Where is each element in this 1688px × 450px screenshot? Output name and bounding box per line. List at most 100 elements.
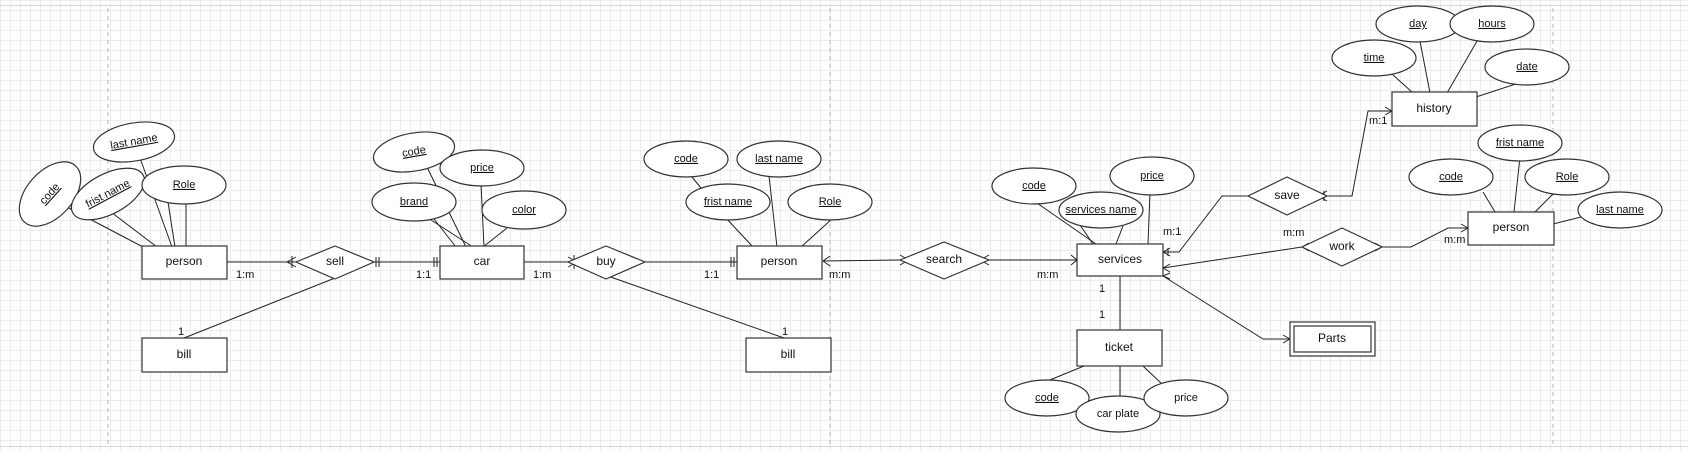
entity-bill-mid[interactable]: bill (745, 337, 832, 373)
attribute-code[interactable]: code (991, 167, 1077, 205)
entity-history[interactable]: history (1391, 91, 1478, 127)
attribute-last-name[interactable]: last name (736, 140, 822, 178)
entity-parts[interactable]: Parts (1289, 321, 1376, 357)
attribute-code[interactable]: code (1004, 379, 1090, 417)
cardinality-label: 1:m (236, 269, 254, 281)
relationship-save[interactable]: save (1246, 176, 1329, 216)
attribute-role[interactable]: Role (787, 183, 873, 221)
attribute-price[interactable]: price (439, 149, 525, 187)
svg-text:Role: Role (819, 196, 842, 208)
svg-text:day: day (1409, 18, 1427, 30)
cardinality-label: m:m (829, 269, 850, 281)
svg-text:time: time (1364, 52, 1385, 64)
svg-text:Role: Role (173, 179, 196, 191)
svg-text:car: car (474, 254, 491, 268)
svg-text:date: date (1516, 61, 1537, 73)
svg-text:last name: last name (1596, 204, 1644, 216)
attribute-time[interactable]: time (1331, 39, 1417, 77)
entity-person-right[interactable]: person (1467, 211, 1555, 246)
attribute-code[interactable]: code (643, 140, 729, 178)
svg-text:hours: hours (1478, 18, 1506, 30)
attribute-price[interactable]: price (1143, 379, 1229, 417)
svg-text:Parts: Parts (1318, 331, 1346, 345)
entities: person bill car person bill services tic… (141, 91, 1555, 373)
cardinality-labels: 1:m 1 1:1 1:m 1:1 1 m:m m:m m:1 m:1 m:m … (178, 115, 1465, 338)
attribute-day[interactable]: day (1375, 5, 1461, 43)
attribute-role[interactable]: Role (141, 165, 227, 205)
cardinality-label: 1:1 (704, 269, 719, 281)
svg-text:code: code (401, 144, 427, 160)
attribute-code[interactable]: code (370, 126, 457, 178)
attribute-last-name[interactable]: last name (90, 116, 177, 168)
relationship-buy[interactable]: buy (566, 245, 647, 280)
svg-text:brand: brand (400, 196, 428, 208)
cardinality-label: 1:m (533, 269, 551, 281)
svg-text:bill: bill (177, 347, 192, 361)
attribute-role[interactable]: Role (1524, 158, 1610, 196)
cardinality-label: 1 (782, 326, 788, 338)
svg-text:person: person (166, 254, 203, 268)
svg-text:color: color (512, 204, 536, 216)
attribute-code[interactable]: code (1408, 158, 1494, 196)
svg-text:services name: services name (1066, 204, 1137, 216)
svg-text:code: code (1022, 180, 1046, 192)
svg-text:code: code (674, 153, 698, 165)
svg-text:price: price (1140, 170, 1164, 182)
connectors (62, 35, 1582, 401)
cardinality-label: m:m (1283, 227, 1304, 239)
relationship-sell[interactable]: sell (294, 245, 376, 280)
canvas-bottom-border (0, 446, 1688, 447)
attribute-color[interactable]: color (481, 190, 567, 230)
svg-text:person: person (1493, 220, 1530, 234)
cardinality-label: 1:1 (416, 269, 431, 281)
svg-text:buy: buy (596, 254, 615, 268)
cardinality-label: m:1 (1163, 226, 1181, 238)
svg-text:history: history (1416, 101, 1451, 115)
attribute-brand[interactable]: brand (371, 182, 457, 222)
svg-text:services: services (1098, 252, 1142, 266)
attributes: code frist name last name Role code pric… (7, 5, 1663, 433)
entity-person-left[interactable]: person (141, 245, 228, 280)
cardinality-label: 1 (1099, 283, 1105, 295)
svg-text:bill: bill (781, 347, 796, 361)
svg-text:sell: sell (326, 254, 344, 268)
cardinality-markers (286, 106, 1469, 344)
entity-bill-left[interactable]: bill (141, 337, 228, 373)
relationship-work[interactable]: work (1300, 227, 1384, 267)
attribute-frist-name[interactable]: frist name (685, 183, 771, 221)
svg-text:last name: last name (755, 153, 803, 165)
attribute-hours[interactable]: hours (1449, 5, 1535, 43)
cardinality-label: 1 (178, 326, 184, 338)
svg-text:code: code (1439, 171, 1463, 183)
svg-text:price: price (1174, 392, 1198, 404)
svg-text:code: code (1035, 392, 1059, 404)
attribute-last-name[interactable]: last name (1577, 191, 1663, 229)
svg-text:Role: Role (1556, 171, 1579, 183)
attribute-code[interactable]: code (7, 150, 92, 237)
entity-services[interactable]: services (1076, 243, 1164, 277)
attribute-date[interactable]: date (1484, 48, 1570, 86)
svg-text:frist name: frist name (704, 196, 752, 208)
attribute-frist-name[interactable]: frist name (63, 158, 152, 231)
attribute-frist-name[interactable]: frist name (1477, 124, 1563, 162)
entity-person-mid[interactable]: person (736, 245, 823, 280)
attribute-car-plate[interactable]: car plate (1075, 395, 1161, 433)
entity-car[interactable]: car (439, 245, 525, 280)
cardinality-label: 1 (1099, 309, 1105, 321)
attribute-services-name[interactable]: services name (1058, 191, 1144, 229)
canvas-top-border (0, 5, 1688, 6)
svg-text:price: price (470, 162, 494, 174)
relationships: sell buy search save work (294, 176, 1384, 280)
svg-text:car plate: car plate (1097, 408, 1139, 420)
svg-text:search: search (926, 252, 962, 266)
cardinality-label: m:m (1037, 269, 1058, 281)
attribute-price[interactable]: price (1109, 156, 1195, 196)
svg-text:save: save (1274, 188, 1300, 202)
cardinality-label: m:1 (1369, 115, 1387, 127)
relationship-search[interactable]: search (898, 241, 991, 280)
svg-text:work: work (1328, 239, 1355, 253)
svg-text:person: person (761, 254, 798, 268)
entity-ticket[interactable]: ticket (1076, 329, 1163, 367)
